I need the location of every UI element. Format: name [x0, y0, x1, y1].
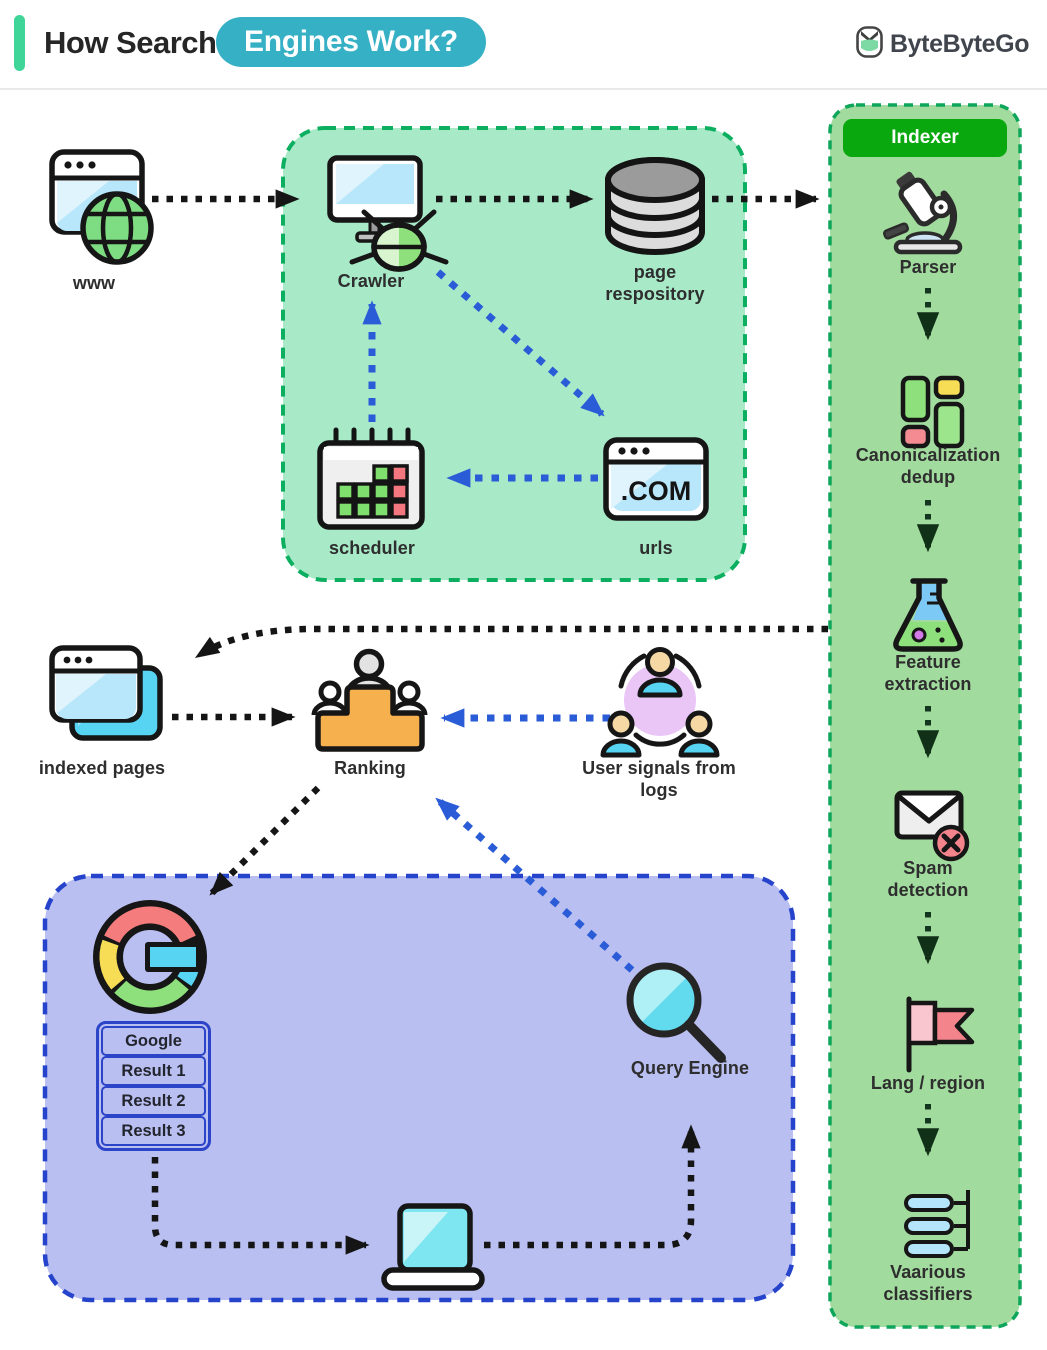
laptop-icon: [381, 1203, 485, 1291]
brand-logo: ByteByteGo: [856, 26, 1029, 63]
ranking-label: Ranking: [334, 758, 406, 778]
magnifier-icon: [626, 962, 726, 1063]
parser-label: Parser: [899, 257, 957, 277]
scheduler-label: scheduler: [329, 538, 415, 558]
arrow-laptop-to-query-engine: [484, 1124, 701, 1249]
indexer-title: Indexer: [843, 119, 1007, 157]
serving-subsystem-box: [42, 873, 796, 1303]
brand-name: ByteByteGo: [890, 30, 1030, 58]
stacked-pages-icon: [49, 645, 163, 741]
browser-globe-icon: [49, 149, 154, 265]
database-icon: [605, 157, 705, 255]
podium-icon: [311, 648, 428, 752]
flask-icon: [893, 578, 963, 652]
user-signals-label: User signals from logs: [582, 758, 736, 800]
results-header: Google: [101, 1026, 206, 1056]
urls-label: urls: [639, 538, 673, 558]
canonicalization-label: Canonicalization dedup: [855, 445, 1001, 487]
www-label: www: [72, 273, 116, 293]
result-item: Result 2: [101, 1086, 206, 1116]
page-title: How Search: [44, 25, 217, 60]
arrow-indexer-to-indexed-pages: [194, 625, 828, 659]
result-item: Result 1: [101, 1056, 206, 1086]
page-repository-label: page respository: [605, 262, 705, 304]
bytebytego-icon: [856, 26, 883, 63]
arrow-ranking-to-results: [209, 785, 321, 896]
crawler-label: Crawler: [337, 271, 405, 291]
indexer-box: [828, 103, 1022, 1329]
blocks-icon: [900, 375, 965, 449]
crawler-icon: [327, 155, 449, 272]
search-results-card: Google Result 1 Result 2 Result 3: [96, 1021, 211, 1151]
flag-icon: [906, 996, 975, 1073]
classifiers-icon: [904, 1190, 970, 1258]
header-divider: [0, 88, 1047, 90]
lang-region-label: Lang / region: [870, 1073, 986, 1093]
user-group-icon: [600, 647, 720, 758]
feature-extraction-label: Feature extraction: [884, 652, 972, 694]
dot-com-text: .COM: [621, 476, 692, 506]
arrow-crawler-to-urls: [435, 269, 605, 417]
result-item: Result 3: [101, 1116, 206, 1146]
header-accent-bar: [14, 15, 25, 71]
google-logo-icon: [93, 900, 207, 1014]
query-engine-label: Query Engine: [630, 1058, 750, 1078]
indexed-pages-label: indexed pages: [38, 758, 166, 778]
microscope-icon: [883, 171, 963, 255]
classifiers-label: Vaarious classifiers: [883, 1262, 973, 1304]
page-title-highlight: Engines Work?: [216, 17, 486, 67]
url-browser-icon: .COM: [603, 437, 709, 521]
arrow-query-engine-to-ranking: [435, 797, 635, 973]
spam-mail-icon: [894, 790, 970, 862]
spam-detection-label: Spam detection: [887, 858, 969, 900]
calendar-icon: [317, 427, 425, 530]
